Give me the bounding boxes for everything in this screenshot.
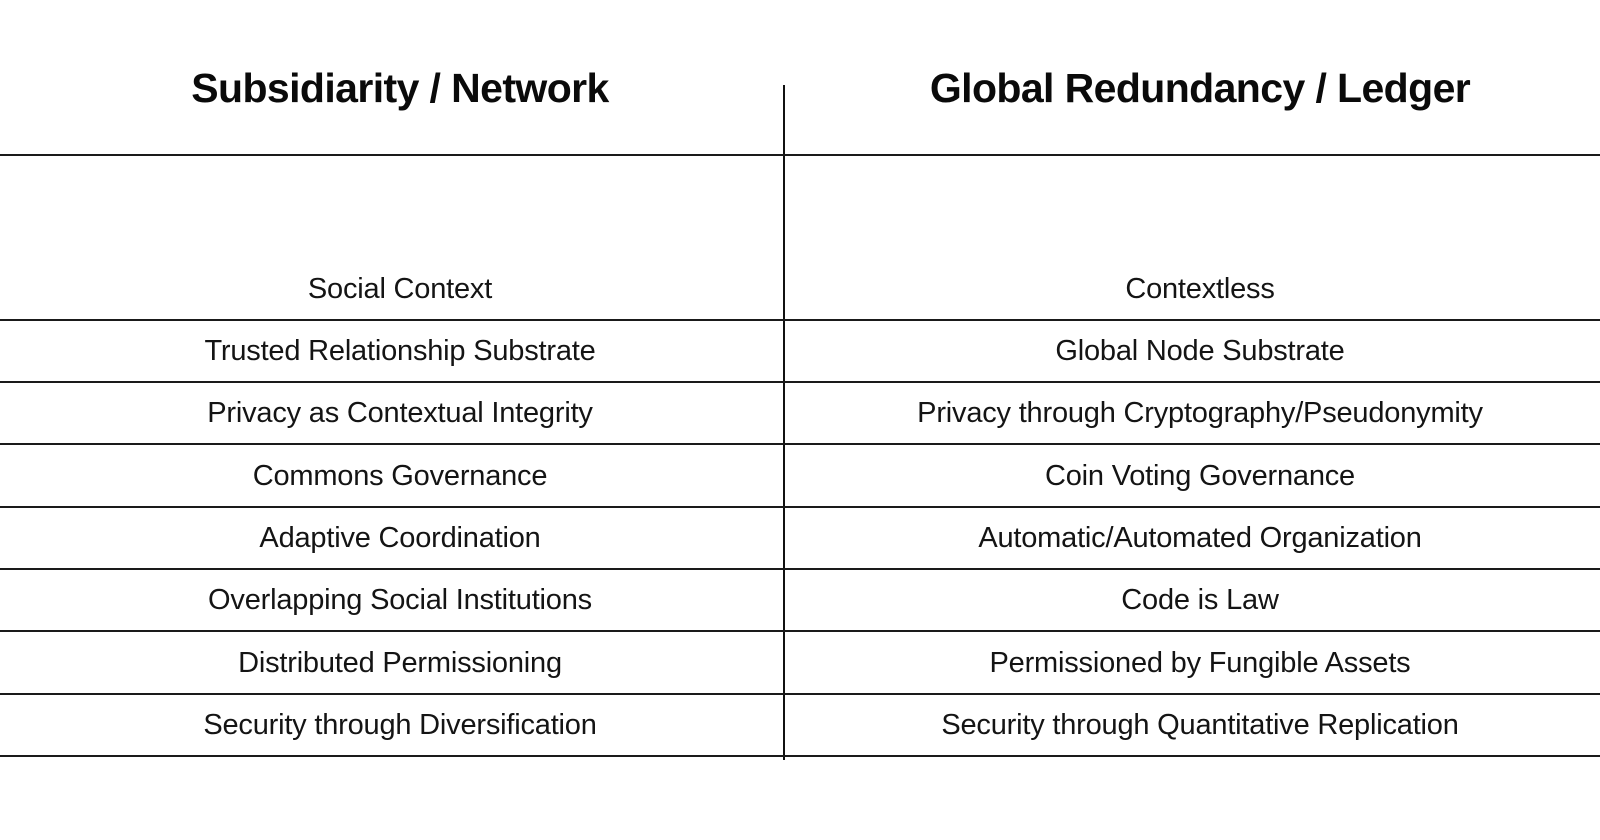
table-cell-left: Overlapping Social Institutions <box>0 570 800 630</box>
cell-text: Distributed Permissioning <box>238 646 562 679</box>
table-cell-left: Security through Diversification <box>0 695 800 755</box>
table-cell-right: Permissioned by Fungible Assets <box>800 632 1600 693</box>
table-row: Security through Diversification Securit… <box>0 695 1600 755</box>
rule-header-bottom <box>0 154 1600 156</box>
table-row: Adaptive Coordination Automatic/Automate… <box>0 508 1600 568</box>
cell-text: Privacy as Contextual Integrity <box>207 396 593 429</box>
cell-text: Social Context <box>307 272 493 305</box>
table-cell-left: Adaptive Coordination <box>0 508 800 568</box>
rule-row-5-bottom <box>0 568 1600 570</box>
rule-row-8-bottom <box>0 755 1600 757</box>
table-row: Social Context Contextless <box>0 156 1600 319</box>
table-cell-right: Contextless <box>800 156 1600 319</box>
table-cell-right: Code is Law <box>800 570 1600 630</box>
cell-text: Overlapping Social Institutions <box>208 583 592 616</box>
table-header-cell-right: Global Redundancy / Ledger <box>800 0 1600 155</box>
column-header-subsidiarity-network: Subsidiarity / Network <box>191 64 609 111</box>
table-row: Overlapping Social Institutions Code is … <box>0 570 1600 630</box>
table-cell-left: Privacy as Contextual Integrity <box>0 383 800 443</box>
rule-row-3-bottom <box>0 443 1600 445</box>
cell-text: Privacy through Cryptography/Pseudonymit… <box>917 396 1483 429</box>
table-cell-left: Commons Governance <box>0 445 800 506</box>
cell-text: Trusted Relationship Substrate <box>204 334 596 367</box>
table-header-row: Subsidiarity / Network Global Redundancy… <box>0 0 1600 155</box>
table-cell-left: Social Context <box>0 156 800 319</box>
table-cell-right: Global Node Substrate <box>800 321 1600 381</box>
rule-row-7-bottom <box>0 693 1600 695</box>
table-cell-left: Trusted Relationship Substrate <box>0 321 800 381</box>
table-cell-right: Security through Quantitative Replicatio… <box>800 695 1600 755</box>
table-row: Distributed Permissioning Permissioned b… <box>0 632 1600 693</box>
column-divider <box>783 85 785 760</box>
table-cell-right: Automatic/Automated Organization <box>800 508 1600 568</box>
cell-text: Code is Law <box>1121 583 1279 616</box>
cell-text: Contextless <box>1125 272 1275 305</box>
table-cell-right: Privacy through Cryptography/Pseudonymit… <box>800 383 1600 443</box>
cell-text: Coin Voting Governance <box>1045 459 1355 492</box>
table-row: Trusted Relationship Substrate Global No… <box>0 321 1600 381</box>
table-row: Privacy as Contextual Integrity Privacy … <box>0 383 1600 443</box>
table-header-cell-left: Subsidiarity / Network <box>0 0 800 155</box>
cell-text: Automatic/Automated Organization <box>978 521 1422 554</box>
cell-text: Security through Quantitative Replicatio… <box>941 708 1459 741</box>
rule-row-6-bottom <box>0 630 1600 632</box>
rule-row-1-bottom <box>0 319 1600 321</box>
column-header-global-redundancy-ledger: Global Redundancy / Ledger <box>929 64 1471 111</box>
rule-row-4-bottom <box>0 506 1600 508</box>
table-cell-left: Distributed Permissioning <box>0 632 800 693</box>
cell-text: Security through Diversification <box>203 708 597 741</box>
cell-text: Adaptive Coordination <box>259 521 541 554</box>
cell-text: Commons Governance <box>252 459 548 492</box>
rule-row-2-bottom <box>0 381 1600 383</box>
cell-text: Permissioned by Fungible Assets <box>989 646 1411 679</box>
table-cell-right: Coin Voting Governance <box>800 445 1600 506</box>
cell-text: Global Node Substrate <box>1055 334 1345 367</box>
table-row: Commons Governance Coin Voting Governanc… <box>0 445 1600 506</box>
